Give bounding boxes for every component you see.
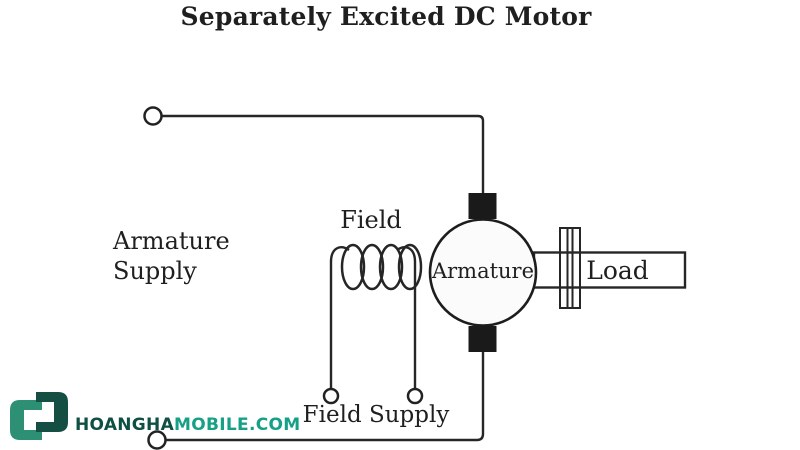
field-label: Field bbox=[340, 206, 402, 234]
brand-watermark: HOANGHAMOBILE.COM bbox=[8, 390, 300, 442]
armature-supply-label: Armature Supply bbox=[113, 226, 230, 286]
armature-supply-terminal-bottom bbox=[147, 430, 167, 450]
top-brush bbox=[468, 193, 497, 219]
bottom-brush bbox=[468, 326, 497, 352]
armature-supply-terminal-top bbox=[143, 106, 163, 126]
field-supply-terminal-left bbox=[322, 387, 340, 405]
load-label: Load bbox=[586, 256, 649, 285]
armature-circle bbox=[428, 218, 538, 327]
brand-name-secondary: MOBILE.COM bbox=[174, 415, 301, 435]
armature-label: Armature bbox=[431, 259, 535, 283]
armature-supply-label-line2: Supply bbox=[113, 257, 197, 285]
field-supply-terminal-right bbox=[406, 387, 424, 405]
field-left-lead bbox=[329, 246, 350, 389]
top-wire bbox=[162, 114, 485, 193]
field-right-lead bbox=[396, 246, 417, 389]
field-supply-label: Field Supply bbox=[302, 402, 450, 428]
brand-name-primary: HOANGHA bbox=[75, 415, 175, 435]
hoangha-logo-icon bbox=[10, 392, 68, 440]
shaft-coupling bbox=[559, 227, 581, 309]
armature-supply-label-line1: Armature bbox=[113, 227, 230, 255]
field-coil bbox=[340, 243, 423, 291]
page-title: Separately Excited DC Motor bbox=[180, 2, 592, 31]
bottom-wire bbox=[166, 352, 485, 442]
brand-name: HOANGHAMOBILE.COM bbox=[75, 415, 300, 435]
